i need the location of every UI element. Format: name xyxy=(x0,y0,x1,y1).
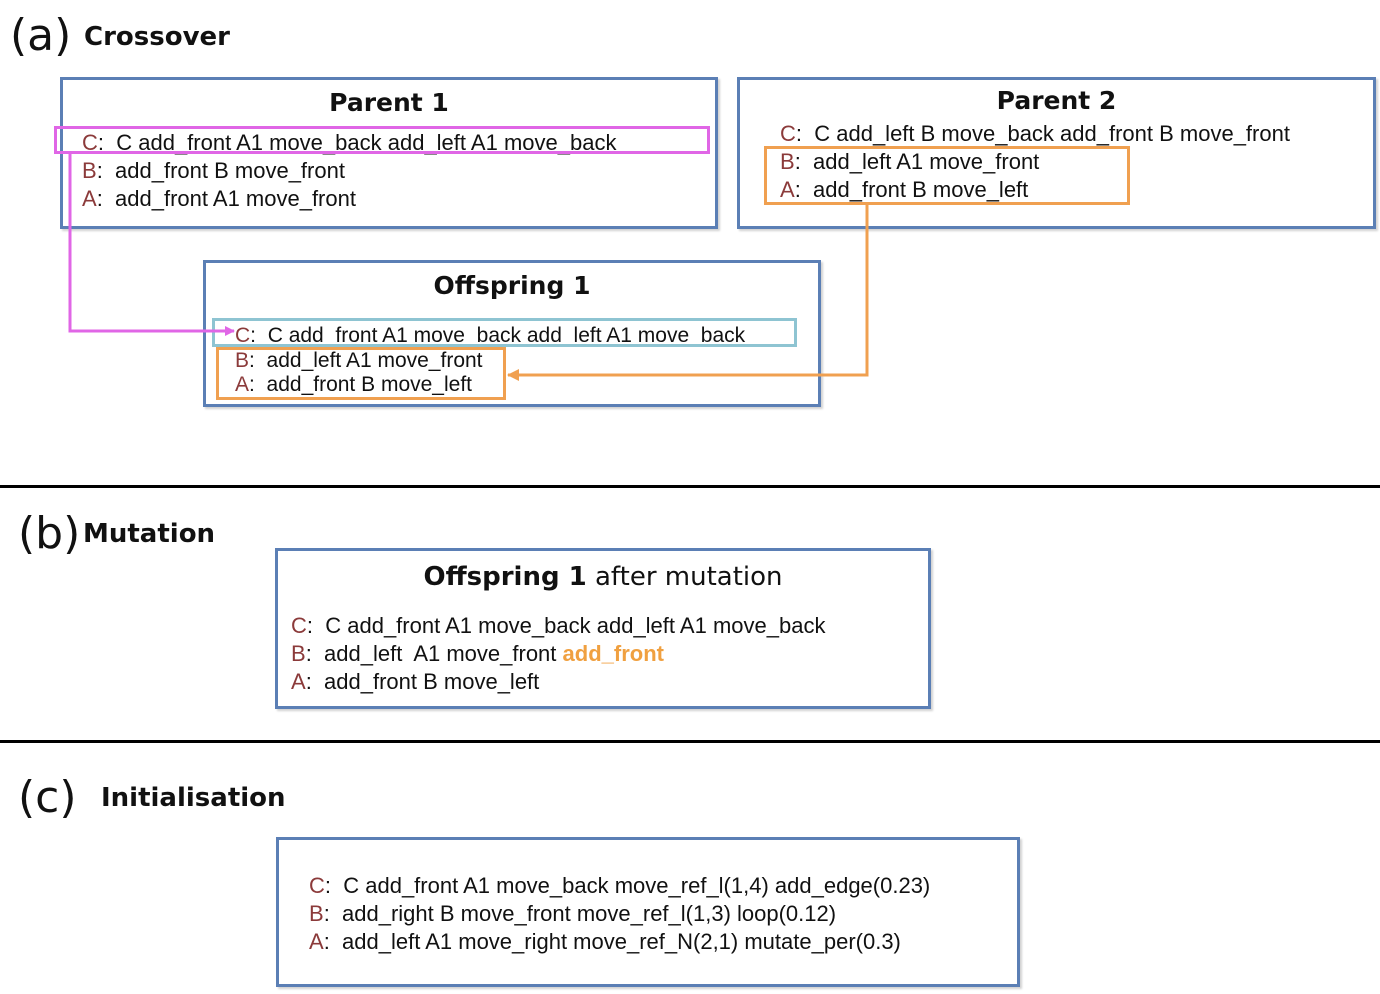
section-b-letter: (b) xyxy=(18,508,81,559)
mutation-box: Offspring 1 after mutation C: C add_fron… xyxy=(275,548,931,709)
mutation-title: Offspring 1 after mutation xyxy=(278,564,928,590)
mutation-row-b-code: add_left A1 move_front xyxy=(324,641,563,666)
init-row-b-letter: B xyxy=(309,901,324,926)
section-a-letter: (a) xyxy=(10,10,72,61)
parent2-row-b: B: add_left A1 move_front xyxy=(780,149,1040,174)
section-c-title: Initialisation xyxy=(101,783,286,813)
mutation-row-c-code: C add_front A1 move_back add_left A1 mov… xyxy=(325,613,826,638)
parent2-row-c-letter: C xyxy=(780,121,796,146)
offspring1-ba-highlight xyxy=(216,347,506,400)
parent2-row-a: A: add_front B move_left xyxy=(780,177,1029,202)
section-c-letter: (c) xyxy=(18,772,77,823)
mutation-row-b-letter: B xyxy=(291,641,306,666)
offspring1-c-highlight xyxy=(212,318,797,347)
divider-ab xyxy=(0,485,1380,488)
parent1-title: Parent 1 xyxy=(329,88,449,117)
parent2-row-c-code: C add_left B move_back add_front B move_… xyxy=(814,121,1290,146)
init-row-a-letter: A xyxy=(309,929,324,954)
mutation-row-c-letter: C xyxy=(291,613,307,638)
mutation-title-bold: Offspring 1 xyxy=(423,562,587,592)
offspring1-row-b: B: add_left A1 move_front xyxy=(235,349,483,372)
parent1-row-a-letter: A xyxy=(82,186,97,211)
parent2-row-a-code: add_front B move_left xyxy=(813,177,1029,202)
parent1-row-a: A: add_front A1 move_front xyxy=(82,186,356,211)
init-row-c-code: C add_front A1 move_back move_ref_l(1,4)… xyxy=(343,873,931,898)
init-row-c: C: C add_front A1 move_back move_ref_l(1… xyxy=(309,873,931,898)
init-row-b-code: add_right B move_front move_ref_l(1,3) l… xyxy=(342,901,837,926)
parent1-row-b: B: add_front B move_front xyxy=(82,158,345,183)
mutation-row-a-code: add_front B move_left xyxy=(324,669,540,694)
offspring1-row-a-letter: A xyxy=(235,373,250,396)
offspring1-row-c-letter: C xyxy=(235,324,251,347)
parent1-row-b-code: add_front B move_front xyxy=(115,158,345,183)
offspring1-row-b-code: add_left A1 move_front xyxy=(266,349,483,372)
parent2-row-c: C: C add_left B move_back add_front B mo… xyxy=(780,121,1290,146)
mutation-row-c: C: C add_front A1 move_back add_left A1 … xyxy=(291,613,826,638)
section-b-title: Mutation xyxy=(83,519,216,549)
init-row-c-letter: C xyxy=(309,873,325,898)
mutation-row-a-letter: A xyxy=(291,669,306,694)
offspring1-row-b-letter: B xyxy=(235,349,250,372)
section-a-title: Crossover xyxy=(84,22,230,52)
parent1-c-highlight xyxy=(54,126,710,154)
parent2-row-b-code: add_left A1 move_front xyxy=(813,149,1040,174)
offspring1-title: Offspring 1 xyxy=(433,271,591,300)
parent2-row-b-letter: B xyxy=(780,149,795,174)
parent1-row-c-code: C add_front A1 move_back add_left A1 mov… xyxy=(116,130,617,155)
parent1-row-c-letter: C xyxy=(82,130,98,155)
parent1-row-a-code: add_front A1 move_front xyxy=(115,186,356,211)
mutation-row-b: B: add_left A1 move_front add_front xyxy=(291,641,664,666)
parent1-row-b-letter: B xyxy=(82,158,97,183)
init-box: C: C add_front A1 move_back move_ref_l(1… xyxy=(276,837,1020,987)
parent2-ba-highlight xyxy=(764,146,1130,205)
mutation-added-gene: add_front xyxy=(562,641,664,666)
init-row-a-code: add_left A1 move_right move_ref_N(2,1) m… xyxy=(342,929,901,954)
parent2-title: Parent 2 xyxy=(996,86,1117,115)
mutation-row-a: A: add_front B move_left xyxy=(291,669,540,694)
parent1-row-c: C: C add_front A1 move_back add_left A1 … xyxy=(82,130,617,155)
mutation-title-rest: after mutation xyxy=(586,562,783,592)
offspring1-row-a: A: add_front B move_left xyxy=(235,373,472,396)
init-row-b: B: add_right B move_front move_ref_l(1,3… xyxy=(309,901,837,926)
parent2-row-a-letter: A xyxy=(780,177,795,202)
divider-bc xyxy=(0,740,1380,743)
init-row-a: A: add_left A1 move_right move_ref_N(2,1… xyxy=(309,929,901,954)
offspring1-row-a-code: add_front B move_left xyxy=(266,373,472,396)
